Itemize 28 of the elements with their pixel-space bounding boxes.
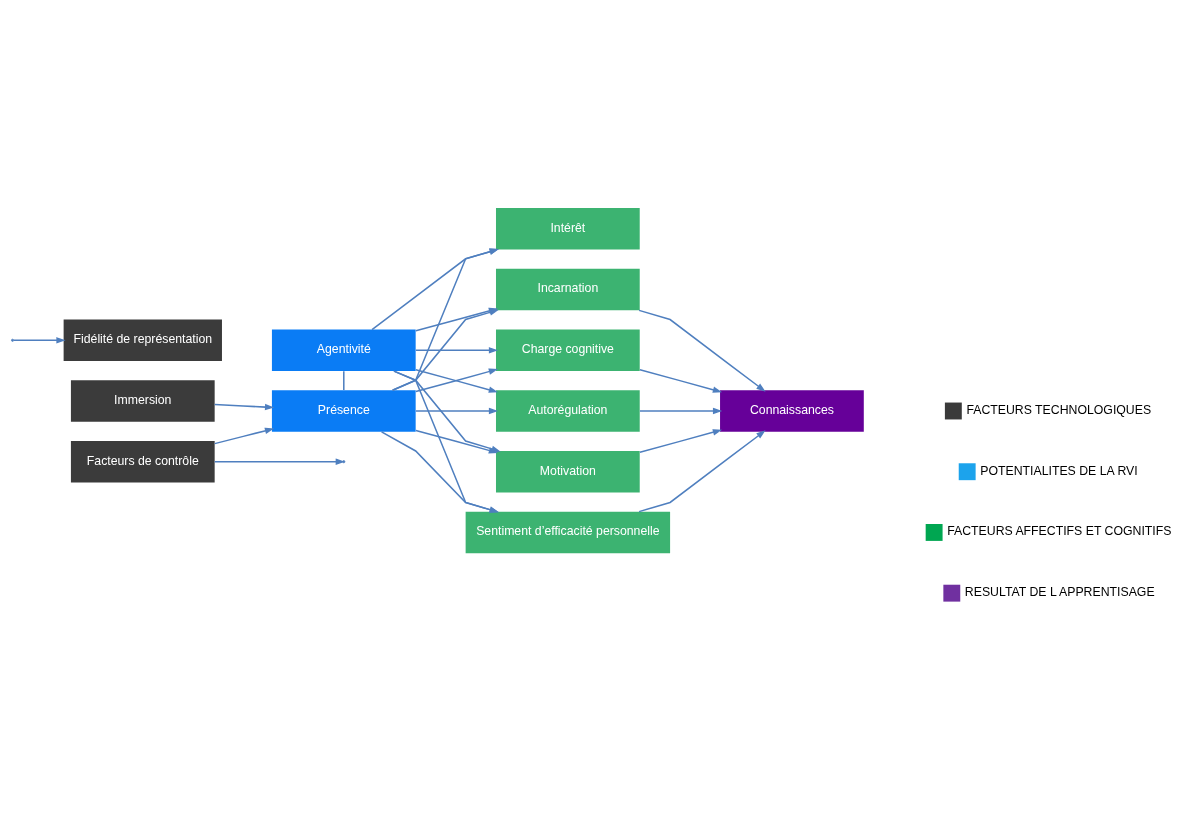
node-box: Motivation (496, 450, 640, 493)
node-box: Charge cognitive (496, 329, 640, 372)
arrow (213, 403, 275, 411)
arrow (639, 429, 723, 454)
arrow (415, 407, 499, 415)
legend-label: FACTEURS AFFECTIFS ET COGNITIFS (947, 524, 1172, 539)
connector (343, 370, 345, 391)
arrow (415, 368, 499, 393)
node-box: Incarnation (496, 268, 640, 311)
node-box: Agentivité (271, 329, 416, 372)
node-box: Facteurs de contrôle (70, 441, 215, 483)
node-box: Autorégulation (496, 390, 640, 432)
arrow (12, 337, 66, 344)
arrow (213, 427, 275, 445)
legend-label: RESULTAT DE L APPRENTISAGE (964, 585, 1155, 600)
arrow (638, 309, 766, 392)
node-box: Immersion (70, 380, 215, 422)
legend-label: POTENTIALITES DE LA RVI (980, 463, 1138, 478)
arrow (638, 430, 766, 513)
arrow (639, 368, 723, 393)
node-box: Intérêt (496, 208, 640, 250)
node-box: Présence (271, 390, 416, 432)
legend-label: FACTEURS TECHNOLOGIQUES (966, 402, 1152, 417)
node-box: Sentiment d’efficacité personnelle (465, 511, 671, 554)
arrow (639, 407, 723, 415)
arrow (415, 347, 499, 354)
node-box: Connaissances (720, 390, 864, 432)
node-box: Fidélité de représentation (63, 319, 222, 362)
